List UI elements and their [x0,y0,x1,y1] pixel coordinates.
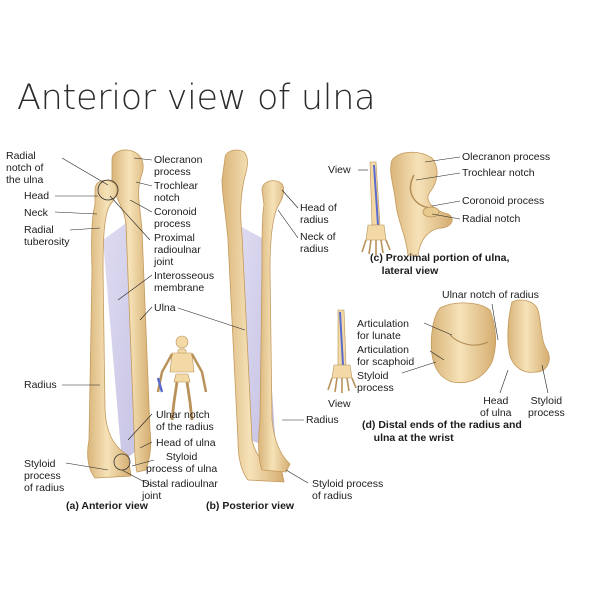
label-neck: Neck [24,207,48,219]
label-styloid-process-distal-radius: Styloid process [357,370,394,394]
label-proximal-radioulnar-joint: Proximal radioulnar joint [154,232,201,268]
posterior-view-bones [221,149,291,483]
label-interosseous-membrane: Interosseous membrane [154,270,215,294]
lateral-view-arm-icon [361,161,391,255]
label-olecranon-process-lateral: Olecranon process [462,151,551,163]
anterior-view-bones [87,149,152,479]
label-articulation-for-scaphoid: Articulation for scaphoid [357,344,415,368]
label-trochlear-notch: Trochlear notch [154,180,198,204]
label-styloid-process-of-ulna: Styloid process of ulna [146,451,218,475]
slide-title: Anterior view of ulna [17,78,376,118]
distal-radius-end [430,302,496,384]
label-head: Head [24,190,50,202]
label-radial-tuberosity: Radial tuberosity [24,224,70,248]
label-styloid-process-of-radius: Styloid process of radius [24,458,65,494]
label-distal-radioulnar-joint: Distal radioulnar joint [142,478,218,502]
label-coronoid-process: Coronoid process [154,206,197,230]
label-articulation-for-lunate: Articulation for lunate [357,318,409,342]
radius-anterior [87,179,132,479]
label-ulnar-notch-of-radius-distal: Ulnar notch of radius [442,289,539,301]
label-radius-posterior: Radius [306,414,339,426]
label-head-of-ulna-distal: Head of ulna [480,395,512,419]
label-olecranon-process: Olecranon process [154,154,203,178]
caption-posterior-view: (b) Posterior view [206,500,295,512]
label-trochlear-notch-lateral: Trochlear notch [462,167,535,179]
caption-distal-ends: (d) Distal ends of the radius and ulna a… [362,419,522,444]
label-ulnar-notch-of-radius: Ulnar notch of the radius [156,409,214,433]
label-coronoid-process-lateral: Coronoid process [462,195,545,207]
label-view-lateral: View [328,164,351,176]
skeleton-figure [156,335,208,421]
leader-lines [54,156,549,487]
label-radial-notch-of-ulna: Radial notch of the ulna [6,150,44,186]
radius-posterior [258,180,291,473]
label-radius-anterior: Radius [24,379,57,391]
caption-proximal-portion: (c) Proximal portion of ulna, lateral vi… [370,252,510,277]
ulna-posterior [221,149,285,483]
wrist-view-arm-icon [327,309,357,393]
label-head-of-radius: Head of radius [300,202,337,226]
label-ulna: Ulna [154,302,176,314]
label-neck-of-radius: Neck of radius [300,231,336,255]
label-styloid-process-of-radius-posterior: Styloid process of radius [312,478,384,502]
distal-ulna-end [507,299,550,373]
proximal-joint-circle [97,179,119,201]
proximal-ulna-lateral [390,151,453,256]
label-styloid-process-distal-ulna: Styloid process [528,395,565,419]
label-radial-notch-lateral: Radial notch [462,213,521,225]
caption-anterior-view: (a) Anterior view [66,500,148,512]
label-head-of-ulna: Head of ulna [156,437,216,449]
label-view-wrist: View [328,398,351,410]
